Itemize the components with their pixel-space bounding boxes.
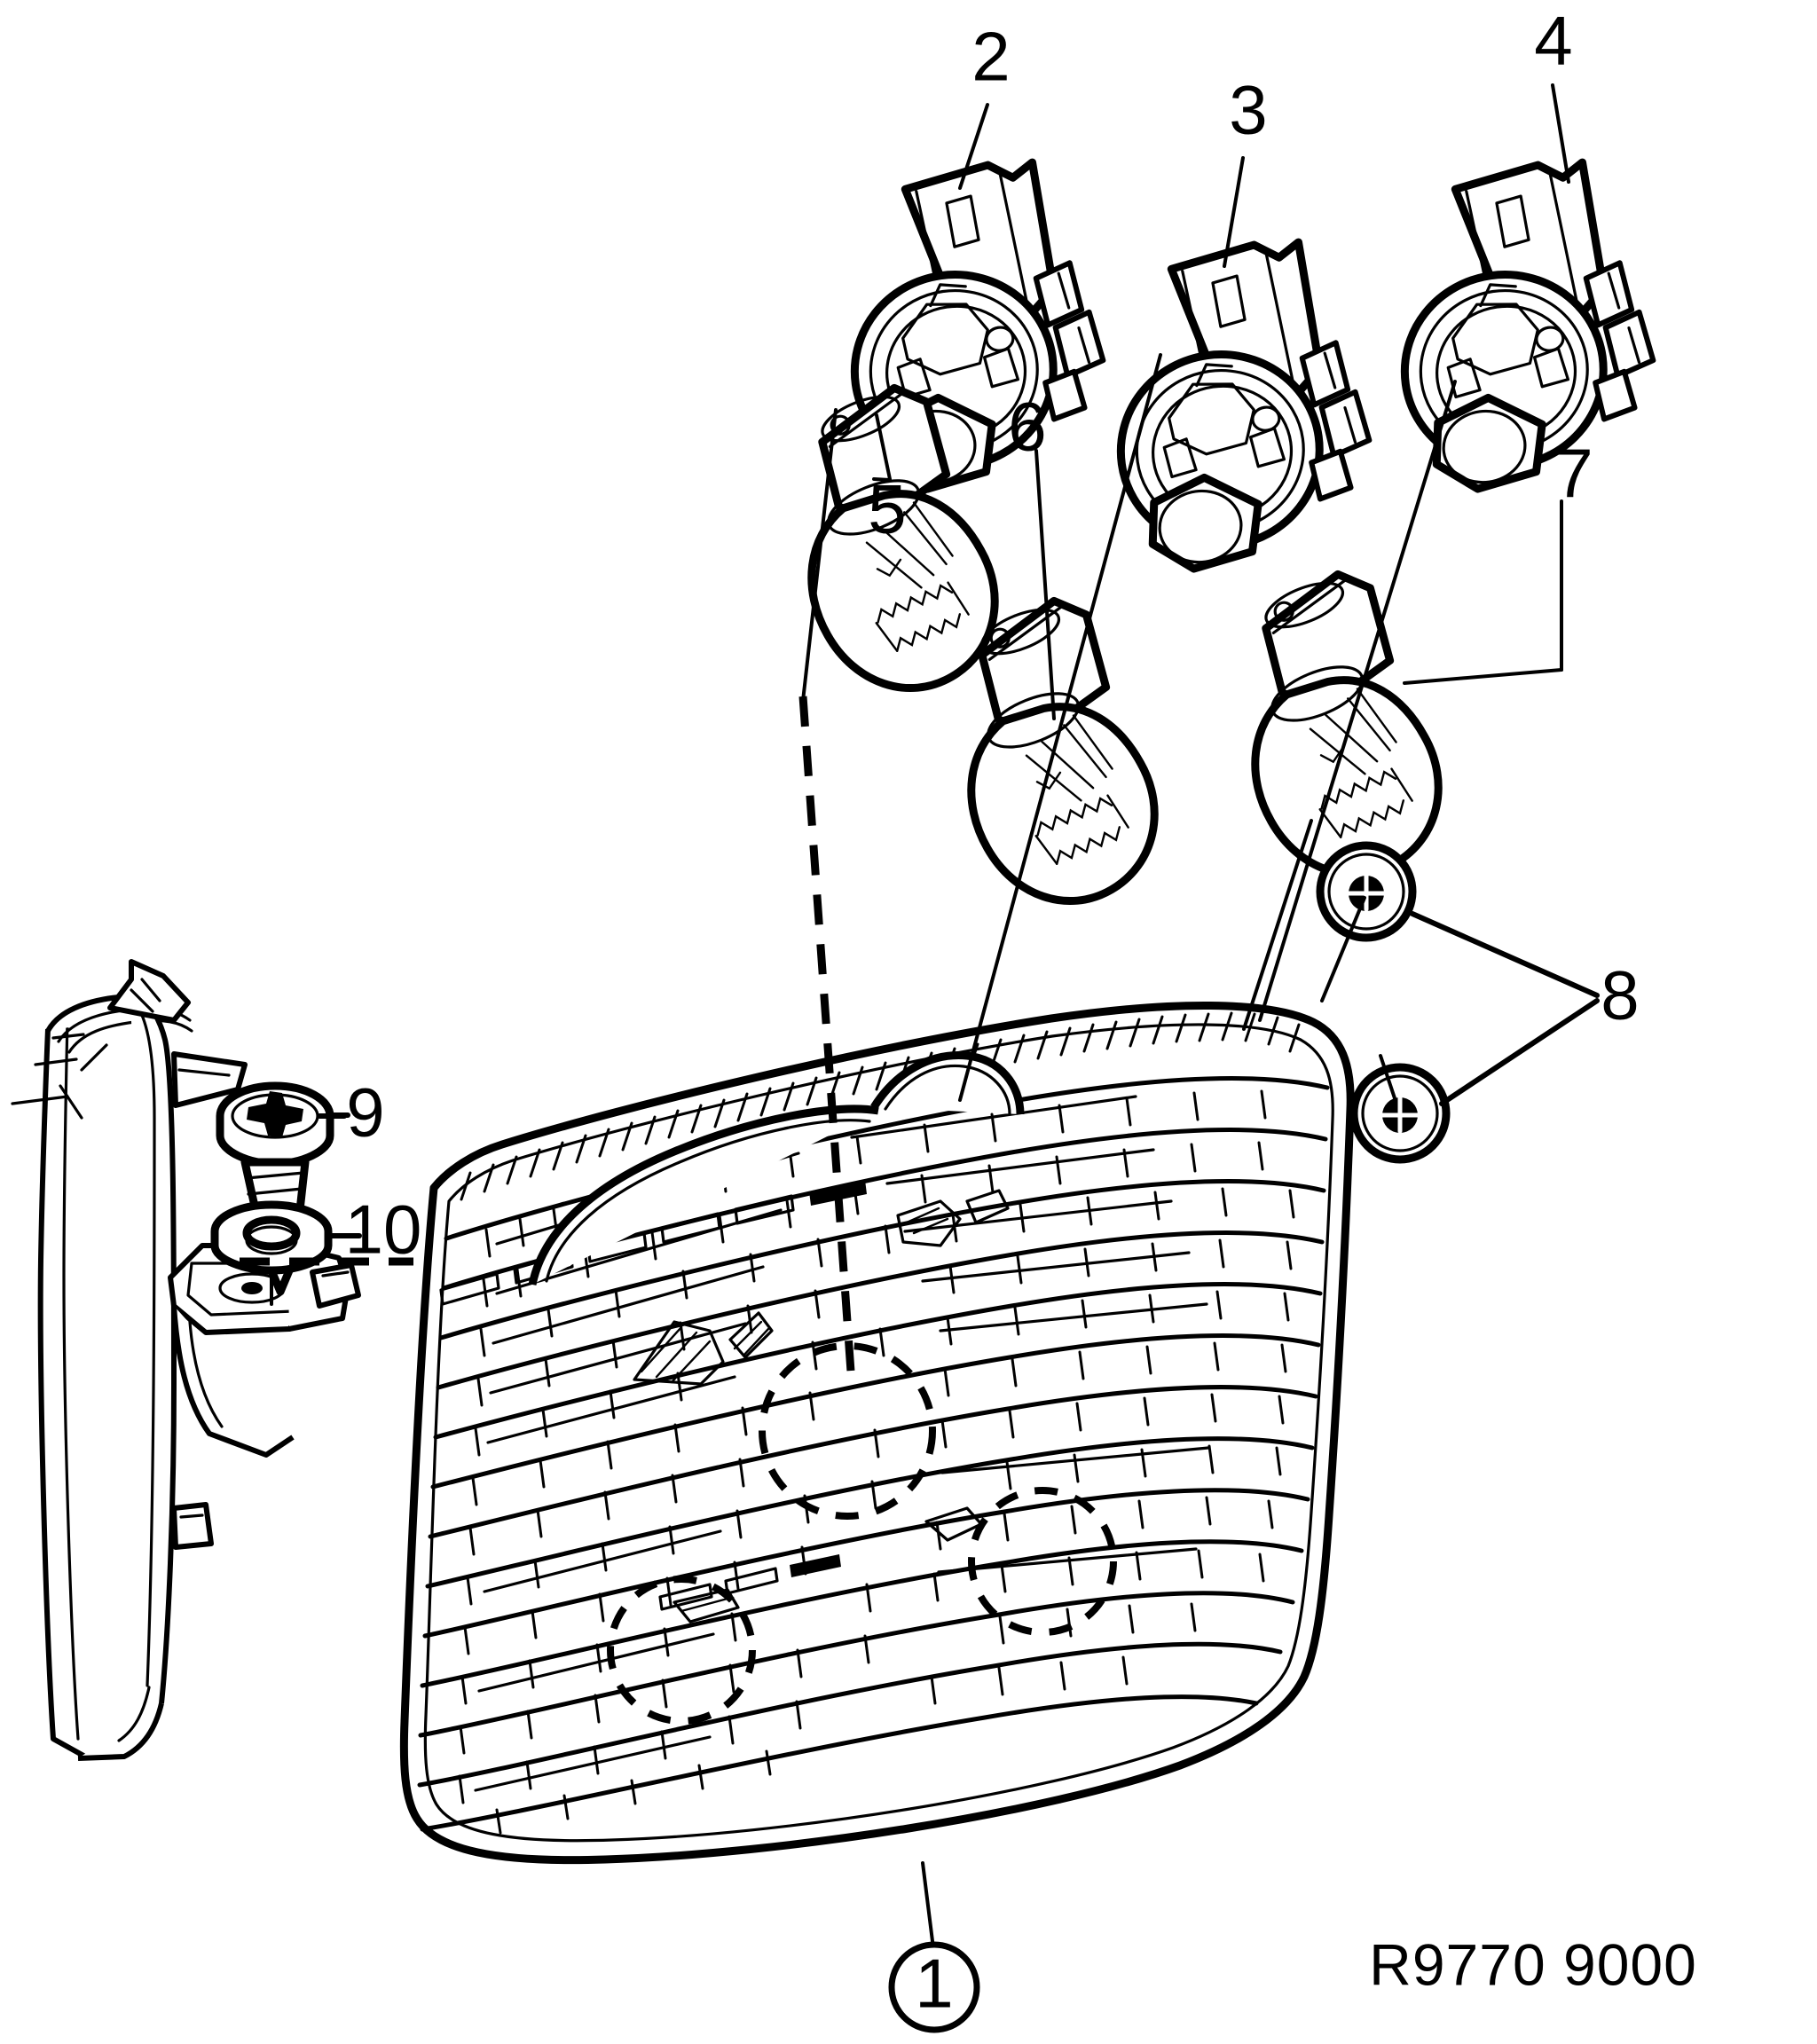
- bulb-holder-centre: [1094, 232, 1383, 577]
- bulb-position-circle-right: [968, 1487, 1117, 1636]
- lens-fresnel-ribs: [417, 1076, 1330, 1832]
- callout-1: 1: [915, 1945, 953, 2023]
- lens-segment-lines: [474, 1095, 1210, 1792]
- grommet-lower: [1354, 1067, 1446, 1160]
- tail-lamp-lens-assembly: [399, 1002, 1355, 1865]
- callout-10: 10: [345, 1191, 422, 1269]
- callout-2: 2: [971, 18, 1010, 96]
- bulb-holder-right: [1378, 153, 1667, 497]
- callout-1-ring: [888, 1941, 980, 2033]
- callout-8: 8: [1601, 956, 1639, 1034]
- lens-emboss-detail: [633, 1189, 1010, 1623]
- callout-4: 4: [1534, 2, 1572, 80]
- bulb-position-circle-lower: [607, 1576, 756, 1725]
- callout-6: 6: [1008, 388, 1046, 466]
- callout-9: 9: [346, 1073, 384, 1152]
- leader-lines: [326, 83, 1600, 1950]
- grommet-upper: [1320, 845, 1412, 938]
- callout-labels: 2 3 4 5 6 7 8 9 10: [345, 2, 1640, 1269]
- callout-1-group: 1: [888, 1941, 980, 2033]
- callout-3: 3: [1229, 71, 1267, 149]
- callout-5: 5: [868, 470, 906, 548]
- lens-rib-ticks: [458, 1089, 1295, 1835]
- lens-bulb-aperture: [870, 1051, 1025, 1115]
- bulb-right: [1193, 564, 1469, 901]
- bulb-position-circle-upper: [759, 1342, 936, 1520]
- bulb-2-axis-dashed: [798, 696, 856, 1385]
- body-panel-bracket: [11, 959, 361, 1761]
- callout-7: 7: [1554, 435, 1593, 513]
- reference-code: R9770 9000: [1369, 1931, 1697, 1997]
